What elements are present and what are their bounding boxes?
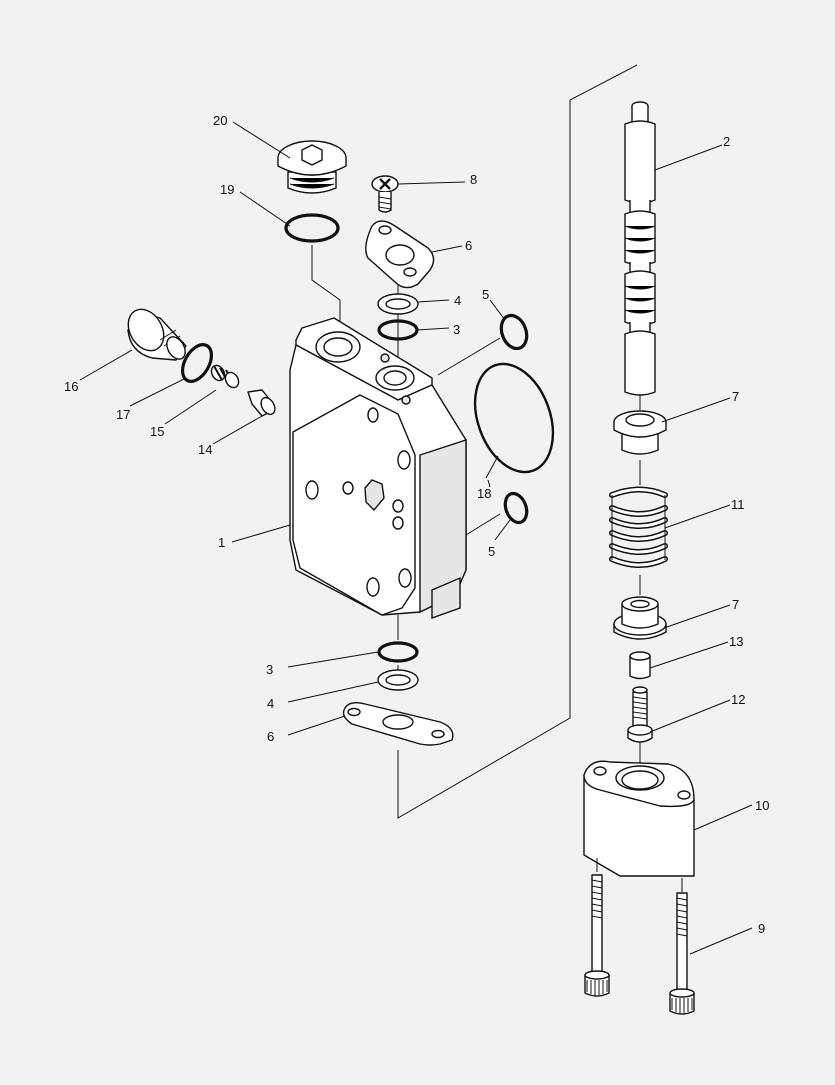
o-ring-part-5-top (499, 313, 529, 351)
bolt-part-9-right (669, 878, 695, 1015)
sleeve-part-13 (629, 651, 651, 680)
spring-part-11 (609, 486, 668, 568)
callout-10: 10 (755, 798, 769, 813)
cover-block-part-10 (583, 760, 695, 877)
callout-16: 16 (64, 379, 78, 394)
washer-part-4-bottom (377, 669, 419, 691)
callout-20: 20 (213, 113, 227, 128)
poppet-part-14 (247, 389, 276, 417)
callout-5b: 5 (488, 544, 495, 559)
callout-1: 1 (218, 535, 225, 550)
callout-3a: 3 (453, 322, 460, 337)
o-ring-part-17 (180, 343, 214, 383)
spring-part-15 (210, 364, 240, 389)
callout-12: 12 (731, 692, 745, 707)
washer-part-4-top (377, 293, 419, 315)
axis-line-plug (311, 245, 341, 330)
callout-3b: 3 (266, 662, 273, 677)
bolt-part-12 (627, 686, 653, 743)
flange-plate-part-6-top (365, 220, 435, 289)
flange-plate-part-6-bottom (342, 701, 454, 746)
plug-part-20 (277, 140, 347, 194)
callout-13: 13 (729, 634, 743, 649)
callout-11: 11 (731, 497, 745, 512)
spool-part-2 (624, 101, 656, 396)
callout-6b: 6 (267, 729, 274, 744)
callout-7a: 7 (732, 389, 739, 404)
o-ring-part-3-bottom (377, 641, 419, 663)
callout-4b: 4 (267, 696, 274, 711)
callout-2: 2 (723, 134, 730, 149)
bolt-part-9-left (584, 858, 610, 997)
leader-lines (79, 121, 753, 955)
o-ring-part-5-bottom (503, 491, 529, 525)
callout-15: 15 (150, 424, 164, 439)
o-ring-part-18 (473, 362, 555, 474)
screw-part-8 (371, 175, 399, 213)
callout-4a: 4 (454, 293, 461, 308)
cap-plug-part-16 (127, 308, 187, 361)
spring-seat-part-7-bottom (613, 596, 667, 640)
callout-18: 18 (477, 486, 491, 501)
callout-6a: 6 (465, 238, 472, 253)
valve-body-part-1 (289, 317, 467, 619)
callout-19: 19 (220, 182, 234, 197)
callout-5a: 5 (482, 287, 489, 302)
spring-seat-part-7-top (613, 410, 667, 455)
callout-8: 8 (470, 172, 477, 187)
callout-17: 17 (116, 407, 130, 422)
o-ring-part-19 (284, 213, 340, 243)
assembly-bracket-line (397, 64, 638, 819)
callout-14: 14 (198, 442, 212, 457)
callout-7b: 7 (732, 597, 739, 612)
callout-9: 9 (758, 921, 765, 936)
